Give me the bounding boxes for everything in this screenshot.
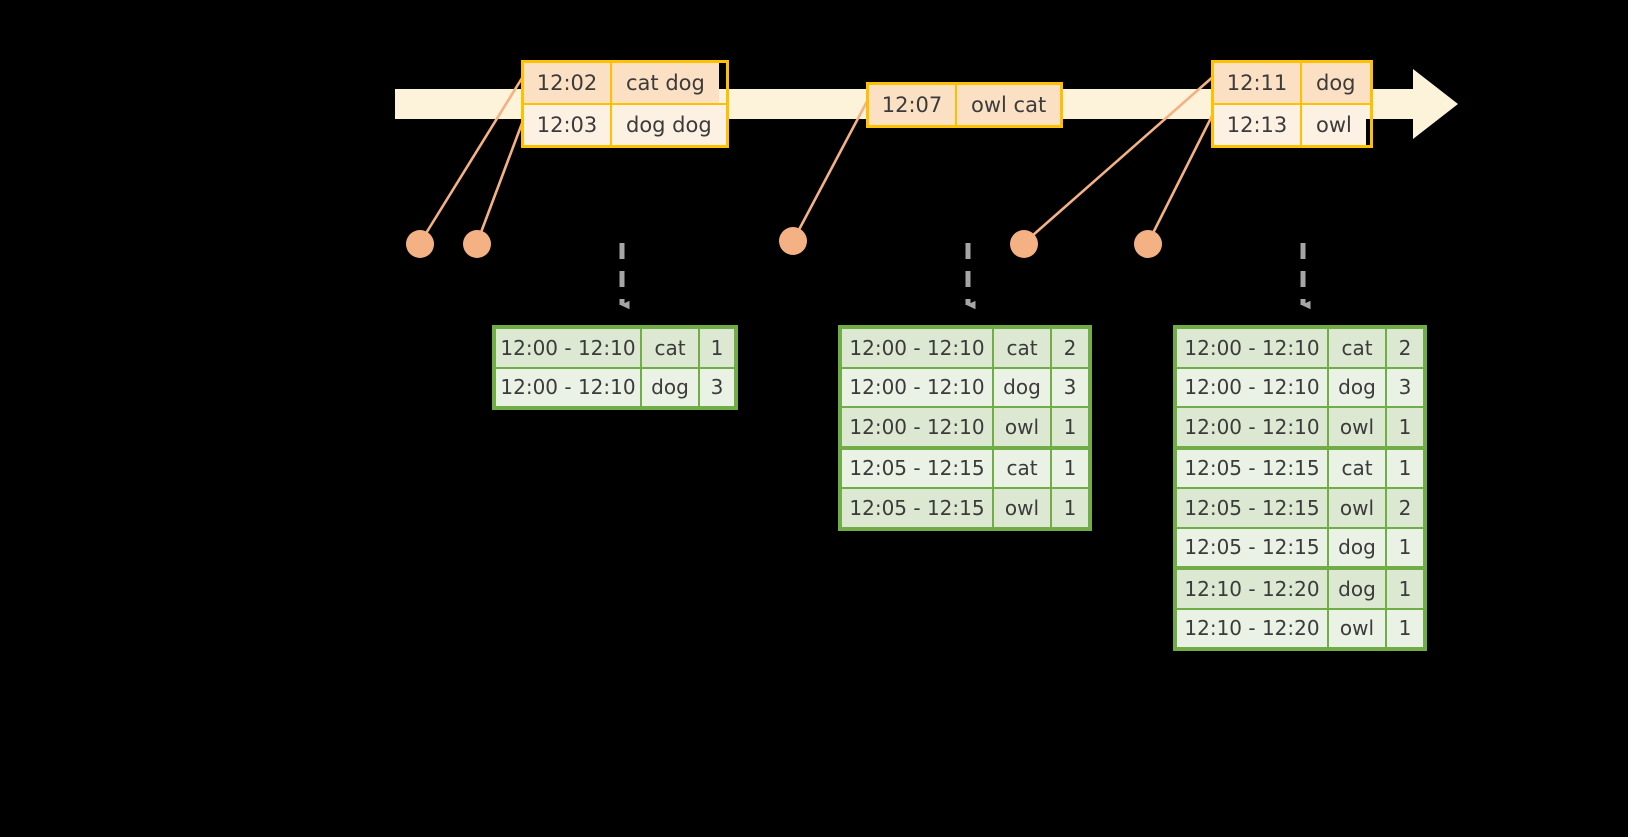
count-cell: 2 (1385, 329, 1423, 367)
word-cell: cat (992, 329, 1050, 367)
event-time: 12:02 (524, 63, 610, 103)
word-cell: owl (992, 489, 1050, 527)
count-cell: 3 (1385, 368, 1423, 406)
count-cell: 1 (1050, 408, 1088, 446)
word-cell: dog (1327, 528, 1385, 566)
event-time: 12:13 (1214, 105, 1300, 145)
word-cell: cat (640, 329, 698, 367)
emit-arrows (619, 243, 1311, 310)
count-cell: 1 (1385, 570, 1423, 608)
event-time: 12:11 (1214, 63, 1300, 103)
word-cell: dog (1327, 368, 1385, 406)
window-cell: 12:00 - 12:10 (1177, 329, 1327, 367)
event-words: cat dog (610, 63, 719, 103)
connector-dot-3 (779, 227, 807, 255)
window-cell: 12:10 - 12:20 (1177, 609, 1327, 647)
connector-line-2 (475, 109, 529, 244)
connector-line-5 (1146, 109, 1217, 244)
count-cell: 1 (1385, 449, 1423, 487)
window-cell: 12:05 - 12:15 (1177, 489, 1327, 527)
word-cell: dog (1327, 570, 1385, 608)
count-cell: 1 (1050, 449, 1088, 487)
count-cell: 2 (1050, 329, 1088, 367)
connector-dot-1 (406, 230, 434, 258)
window-cell: 12:00 - 12:10 (842, 329, 992, 367)
count-cell: 1 (1050, 489, 1088, 527)
count-cell: 3 (1050, 368, 1088, 406)
connector-dot-5 (1134, 230, 1162, 258)
connector-dot-4 (1010, 230, 1038, 258)
event-words: owl cat (955, 85, 1061, 125)
connector-dot-2 (463, 230, 491, 258)
connector-line-3 (791, 91, 874, 242)
count-cell: 2 (1385, 489, 1423, 527)
window-cell: 12:00 - 12:10 (496, 368, 640, 406)
window-cell: 12:00 - 12:10 (1177, 368, 1327, 406)
window-cell: 12:00 - 12:10 (496, 329, 640, 367)
word-cell: cat (992, 449, 1050, 487)
event-connector-dots (406, 227, 1162, 258)
event-words: owl (1300, 105, 1366, 145)
count-cell: 1 (1385, 528, 1423, 566)
window-cell: 12:05 - 12:15 (842, 449, 992, 487)
count-cell: 1 (1385, 408, 1423, 446)
count-cell: 1 (698, 329, 734, 367)
event-words: dog dog (610, 105, 726, 145)
count-cell: 1 (1385, 609, 1423, 647)
word-cell: dog (992, 368, 1050, 406)
window-cell: 12:05 - 12:15 (1177, 528, 1327, 566)
count-cell: 3 (698, 368, 734, 406)
window-cell: 12:00 - 12:10 (842, 408, 992, 446)
window-cell: 12:05 - 12:15 (1177, 449, 1327, 487)
word-cell: owl (992, 408, 1050, 446)
window-cell: 12:10 - 12:20 (1177, 570, 1327, 608)
window-cell: 12:00 - 12:10 (842, 368, 992, 406)
event-time: 12:03 (524, 105, 610, 145)
connector-line-1 (418, 69, 529, 244)
event-time: 12:07 (869, 85, 955, 125)
event-words: dog (1300, 63, 1370, 103)
word-cell: cat (1327, 449, 1385, 487)
word-cell: owl (1327, 609, 1385, 647)
window-cell: 12:00 - 12:10 (1177, 408, 1327, 446)
word-cell: owl (1327, 489, 1385, 527)
word-cell: cat (1327, 329, 1385, 367)
word-cell: dog (640, 368, 698, 406)
word-cell: owl (1327, 408, 1385, 446)
window-cell: 12:05 - 12:15 (842, 489, 992, 527)
